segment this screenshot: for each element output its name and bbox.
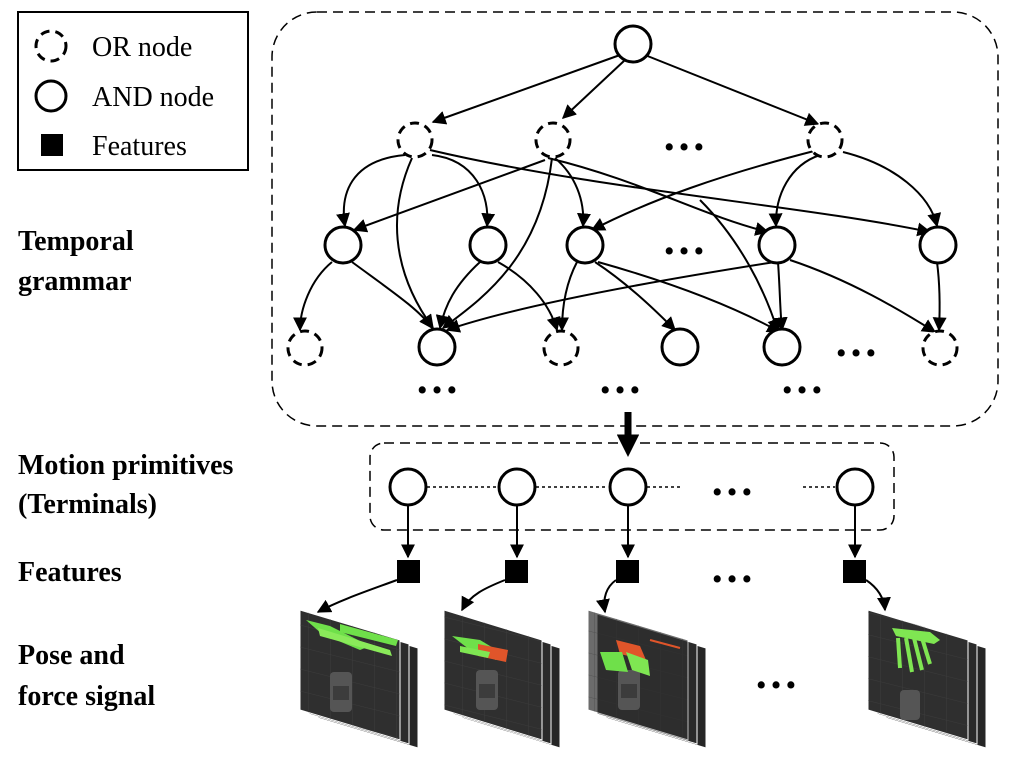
pose-force-label-line2: force signal (18, 681, 155, 712)
and-node (323, 225, 363, 265)
ellipsis: … (415, 354, 461, 403)
grammar-ellipses: … … … … … … (415, 111, 880, 403)
features-row-label: Features (18, 557, 122, 588)
motion-primitives-label-line1: Motion primitives (18, 450, 234, 481)
feature-square (397, 560, 420, 583)
pose-force-label-line1: Pose and (18, 640, 125, 671)
temporal-grammar-label-line1: Temporal (18, 226, 134, 257)
terminals-container (369, 442, 895, 531)
legend-and-node-label: AND node (92, 82, 214, 113)
feature-pose-arrows (316, 579, 891, 614)
or-node (534, 121, 572, 159)
row-labels: Temporal grammar Motion primitives (Term… (18, 226, 234, 712)
legend-or-node-label: OR node (92, 32, 192, 63)
ellipsis: … (754, 649, 800, 698)
or-node (542, 329, 580, 367)
terminal-nodes: … (388, 456, 875, 507)
or-node-icon (34, 29, 68, 63)
terminal-node (388, 467, 428, 507)
ellipsis: … (834, 317, 880, 366)
pose-frame-stack-4 (867, 609, 987, 749)
terminal-feature-arrows (401, 506, 862, 559)
ellipsis: … (710, 543, 756, 592)
terminal-node (608, 467, 648, 507)
root-and-node (613, 24, 653, 64)
or-node (396, 121, 434, 159)
feature-icon (41, 134, 63, 156)
temporal-grammar-label-line2: grammar (18, 266, 132, 297)
legend: OR node AND node Features (17, 11, 249, 171)
ellipsis: … (710, 456, 756, 505)
grammar-container (271, 11, 999, 427)
grammar-nodes (286, 24, 959, 367)
and-node (757, 225, 797, 265)
or-node (921, 329, 959, 367)
and-node (468, 225, 508, 265)
feature-squares: … (397, 543, 866, 592)
feature-square (505, 560, 528, 583)
pose-frame-stack-3 (587, 609, 707, 749)
legend-features-label: Features (92, 131, 187, 162)
ellipsis: … (780, 354, 826, 403)
pose-frame-stack-1 (299, 609, 419, 749)
and-node (918, 225, 958, 265)
ellipsis: … (662, 111, 708, 160)
pose-frame-stack-2 (443, 609, 561, 749)
motion-primitives-label-line2: (Terminals) (18, 489, 157, 520)
or-node (286, 329, 324, 367)
or-node (806, 121, 844, 159)
feature-square (616, 560, 639, 583)
feature-square (843, 560, 866, 583)
and-node (565, 225, 605, 265)
terminal-node (835, 467, 875, 507)
ellipsis: … (662, 215, 708, 264)
and-node (660, 327, 700, 367)
and-node (762, 327, 802, 367)
and-node-icon (34, 79, 68, 113)
ellipsis: … (598, 354, 644, 403)
terminal-node (497, 467, 537, 507)
grammar-edges (293, 54, 947, 334)
and-node (417, 327, 457, 367)
